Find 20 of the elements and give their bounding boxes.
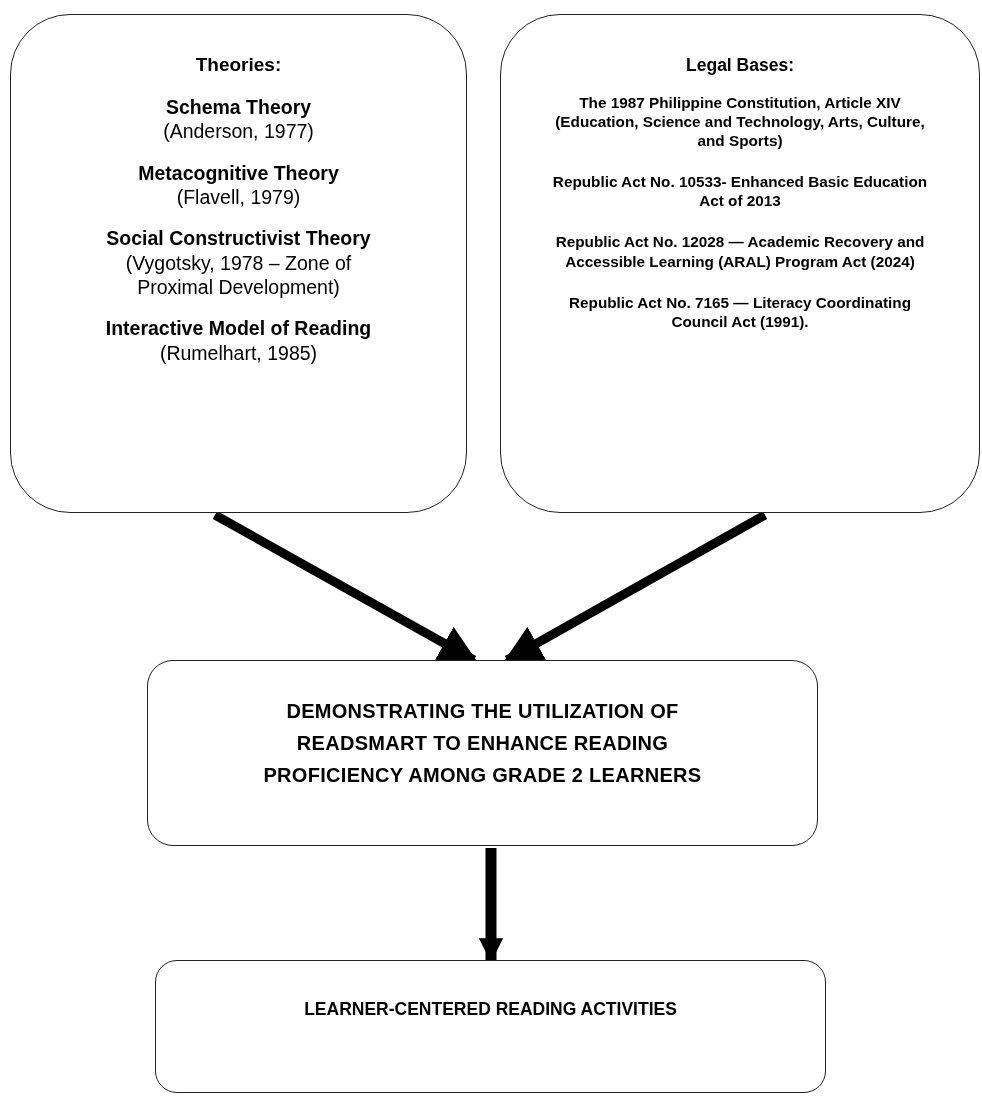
citation: (Vygotsky, 1978 – Zone of Proximal Development)	[124, 250, 353, 300]
process-box	[147, 660, 818, 846]
title-text: DEMONSTRATING THE UTILIZATION OF READSMART TO ENHANCE READING PROFICIENCY AMONG GRADE 2 LEARNERS	[262, 699, 703, 788]
heading: Theories:	[195, 53, 282, 77]
outcome-text: LEARNER-CENTERED READING ACTIVITIES	[304, 999, 677, 1021]
theory-name: Metacognitive Theory	[138, 160, 339, 185]
rounded-box	[500, 14, 980, 513]
citation: (Anderson, 1977)	[163, 119, 314, 144]
legal-basis: Republic Act No. 12028 — Academic Recovery and Accessible Learning (ARAL) Program Act (2024)	[554, 232, 926, 271]
theory-name: Schema Theory	[165, 94, 312, 120]
heading: Legal Bases:	[686, 55, 794, 77]
rounded-box	[10, 14, 467, 513]
legal-basis: Republic Act No. 10533- Enhanced Basic Education Act of 2013	[551, 172, 929, 211]
legal-basis: The 1987 Philippine Constitution, Article XIV (Education, Science and Technology, Arts, Culture, and Sports)	[554, 92, 926, 151]
theory-name: Social Constructivist Theory	[106, 226, 371, 251]
theory-name: Interactive Model of Reading	[105, 316, 372, 341]
citation: (Flavell, 1979)	[176, 184, 301, 210]
legal-basis: Republic Act No. 7165 — Literacy Coordinating Council Act (1991).	[568, 292, 912, 331]
process-box	[155, 960, 826, 1093]
citation: (Rumelhart, 1985)	[159, 340, 318, 366]
